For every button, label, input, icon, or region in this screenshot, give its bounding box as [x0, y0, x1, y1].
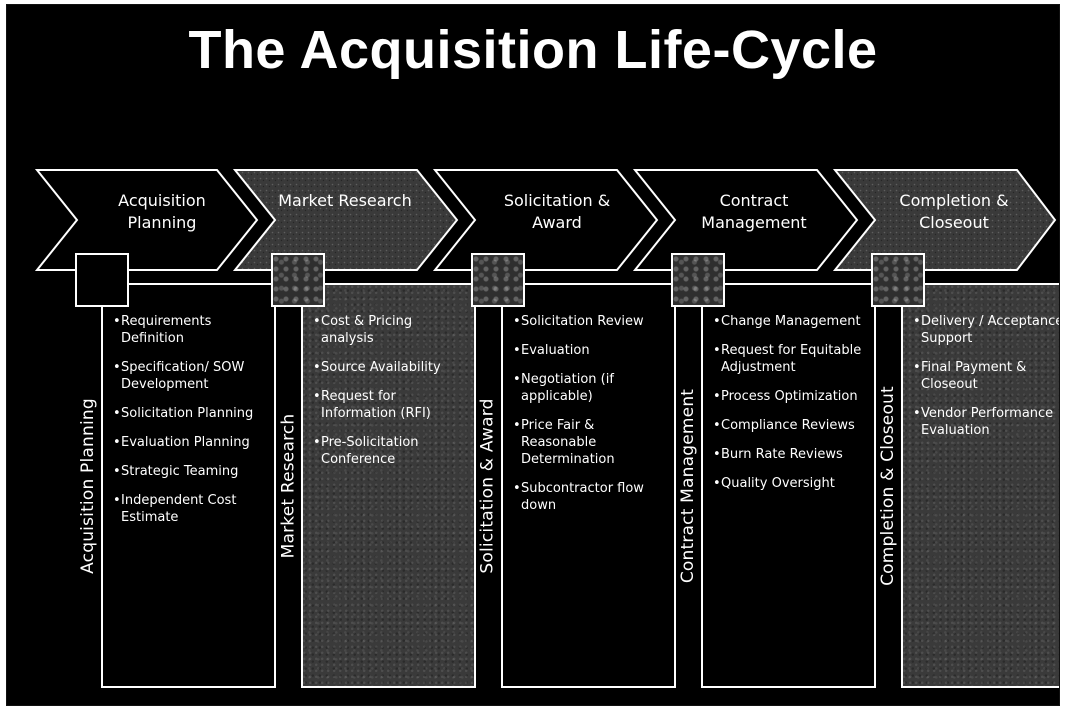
- side-label-contract-management: Contract Management: [678, 388, 699, 583]
- item-list: Requirements Definition Specification/ S…: [113, 313, 268, 538]
- list-item: Evaluation: [513, 342, 668, 359]
- list-item: Process Optimization: [713, 388, 868, 405]
- chevron-contract-management: [632, 169, 859, 271]
- list-item: Solicitation Planning: [113, 405, 268, 422]
- process-chevrons: [34, 169, 1057, 271]
- panel-acquisition-planning: Requirements Definition Specification/ S…: [101, 283, 276, 688]
- list-item: Strategic Teaming: [113, 463, 268, 480]
- list-item: Subcontractor flow down: [513, 480, 668, 514]
- list-item: Vendor Performance Evaluation: [913, 405, 1059, 439]
- item-list: Change Management Request for Equitable …: [713, 313, 868, 504]
- side-label-solicitation-award: Solicitation & Award: [478, 397, 499, 574]
- list-item: Pre-Solicitation Conference: [313, 434, 468, 468]
- list-item: Delivery / Acceptance Support: [913, 313, 1059, 347]
- photo-thumbnail-icon: [671, 253, 725, 307]
- list-item: Solicitation Review: [513, 313, 668, 330]
- list-item: Request for Equitable Adjustment: [713, 342, 868, 376]
- list-item: Price Fair & Reasonable Determination: [513, 417, 668, 468]
- item-list: Cost & Pricing analysis Source Availabil…: [313, 313, 468, 480]
- item-list: Solicitation Review Evaluation Negotiati…: [513, 313, 668, 526]
- chevron-solicitation-award: [432, 169, 659, 271]
- photo-thumbnail-icon: [471, 253, 525, 307]
- chevron-acquisition-planning: [34, 169, 259, 271]
- slide: The Acquisition Life-Cycle Acquisition P…: [6, 4, 1060, 706]
- list-item: Independent Cost Estimate: [113, 492, 268, 526]
- photo-thumbnail-icon: [271, 253, 325, 307]
- list-item: Cost & Pricing analysis: [313, 313, 468, 347]
- panel-solicitation-award: Solicitation Review Evaluation Negotiati…: [501, 283, 676, 688]
- photo-thumbnail-icon: [871, 253, 925, 307]
- list-item: Final Payment & Closeout: [913, 359, 1059, 393]
- chevron-label-market-research: Market Research: [278, 191, 412, 210]
- chevron-label-contract-management: Contract Management: [701, 191, 807, 232]
- page-title: The Acquisition Life-Cycle: [188, 20, 878, 80]
- side-label-completion-closeout: Completion & Closeout: [878, 385, 899, 586]
- panel-market-research: Cost & Pricing analysis Source Availabil…: [301, 283, 476, 688]
- chevron-label-solicitation-award: Solicitation & Award: [503, 191, 611, 232]
- side-label-acquisition-planning: Acquisition Planning: [78, 397, 98, 574]
- list-item: Change Management: [713, 313, 868, 330]
- item-list: Delivery / Acceptance Support Final Paym…: [913, 313, 1059, 451]
- chevron-market-research: [232, 169, 459, 271]
- chevron-label-completion-closeout: Completion & Closeout: [899, 191, 1009, 232]
- list-item: Evaluation Planning: [113, 434, 268, 451]
- side-label-market-research: Market Research: [278, 413, 299, 558]
- list-item: Source Availability: [313, 359, 468, 376]
- panel-completion-closeout: Delivery / Acceptance Support Final Paym…: [901, 283, 1059, 688]
- list-item: Specification/ SOW Development: [113, 359, 268, 393]
- panel-contract-management: Change Management Request for Equitable …: [701, 283, 876, 688]
- blank-square-icon: [75, 253, 129, 307]
- chevron-completion-closeout: [832, 169, 1057, 271]
- list-item: Quality Oversight: [713, 475, 868, 492]
- list-item: Compliance Reviews: [713, 417, 868, 434]
- list-item: Requirements Definition: [113, 313, 268, 347]
- list-item: Request for Information (RFI): [313, 388, 468, 422]
- list-item: Burn Rate Reviews: [713, 446, 868, 463]
- list-item: Negotiation (if applicable): [513, 371, 668, 405]
- chevron-label-acquisition-planning: Acquisition Planning: [118, 191, 206, 232]
